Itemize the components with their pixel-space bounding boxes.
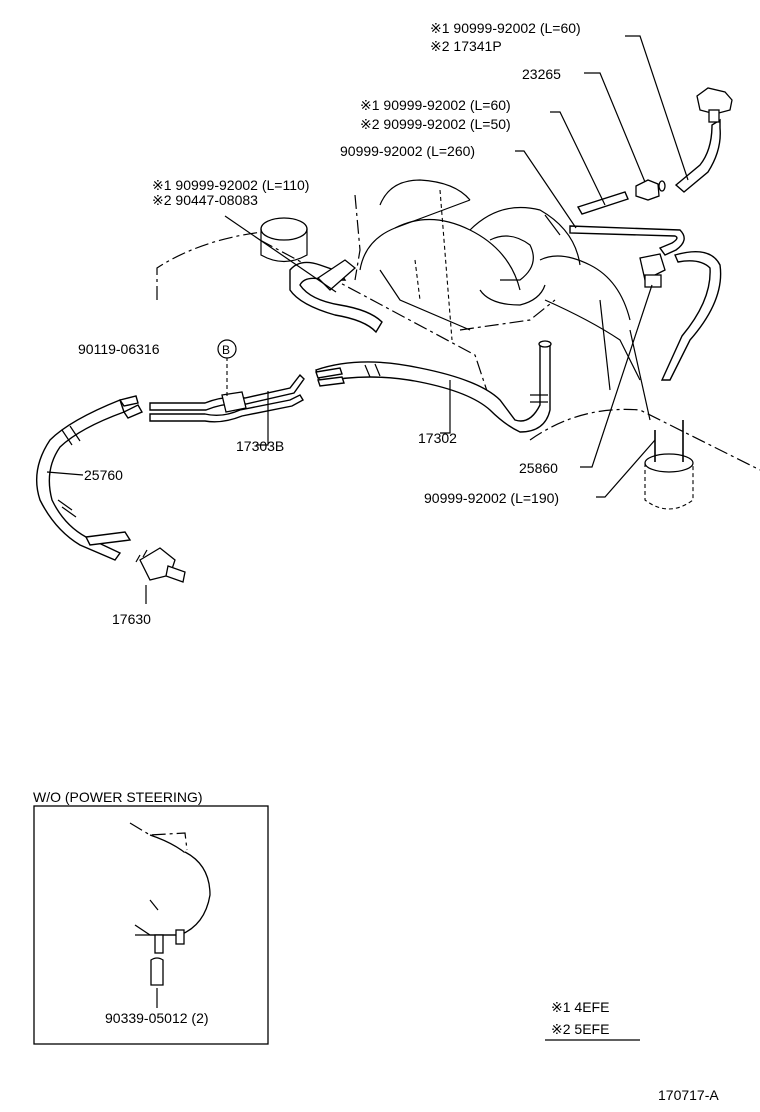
label-part-17303b: 17303B	[236, 438, 284, 454]
leader-lines	[46, 35, 689, 604]
label-hose-l190: 90999-92002 (L=190)	[424, 490, 559, 506]
reference-b-circle	[217, 339, 237, 359]
label-part-17630: 17630	[112, 611, 151, 627]
drawing-number: 170717-A	[658, 1087, 719, 1103]
label-left-note-1: ※1 90999-92002 (L=110)	[152, 177, 309, 193]
label-hose-l260: 90999-92002 (L=260)	[340, 143, 475, 159]
engine-outline	[156, 179, 760, 510]
label-top-note-1: ※1 90999-92002 (L=60)	[430, 20, 581, 36]
label-part-25760: 25760	[84, 467, 123, 483]
label-mid-note-1: ※1 90999-92002 (L=60)	[360, 97, 511, 113]
part-labels: ※1 90999-92002 (L=60) ※2 17341P 23265 ※1…	[78, 20, 581, 627]
label-part-17302: 17302	[418, 430, 457, 446]
inset-part-label: 90339-05012 (2)	[105, 1010, 209, 1026]
legend-row-1: ※1 4EFE	[551, 999, 609, 1015]
label-left-note-2: ※2 90447-08083	[152, 192, 258, 208]
legend-row-2: ※2 5EFE	[551, 1021, 609, 1037]
label-top-note-2: ※2 17341P	[430, 38, 502, 54]
label-part-90119: 90119-06316	[78, 341, 160, 357]
label-ref-b: B	[222, 343, 230, 357]
label-part-23265: 23265	[522, 66, 561, 82]
label-mid-note-2: ※2 90999-92002 (L=50)	[360, 116, 511, 132]
inset-title: W/O (POWER STEERING)	[33, 789, 203, 805]
inset-frame	[33, 805, 269, 1045]
hoses	[35, 87, 733, 583]
inset-power-steering: W/O (POWER STEERING) 90339-05012 (2)	[33, 789, 269, 1045]
label-part-25860: 25860	[519, 460, 558, 476]
engine-legend: ※1 4EFE ※2 5EFE	[545, 999, 640, 1041]
